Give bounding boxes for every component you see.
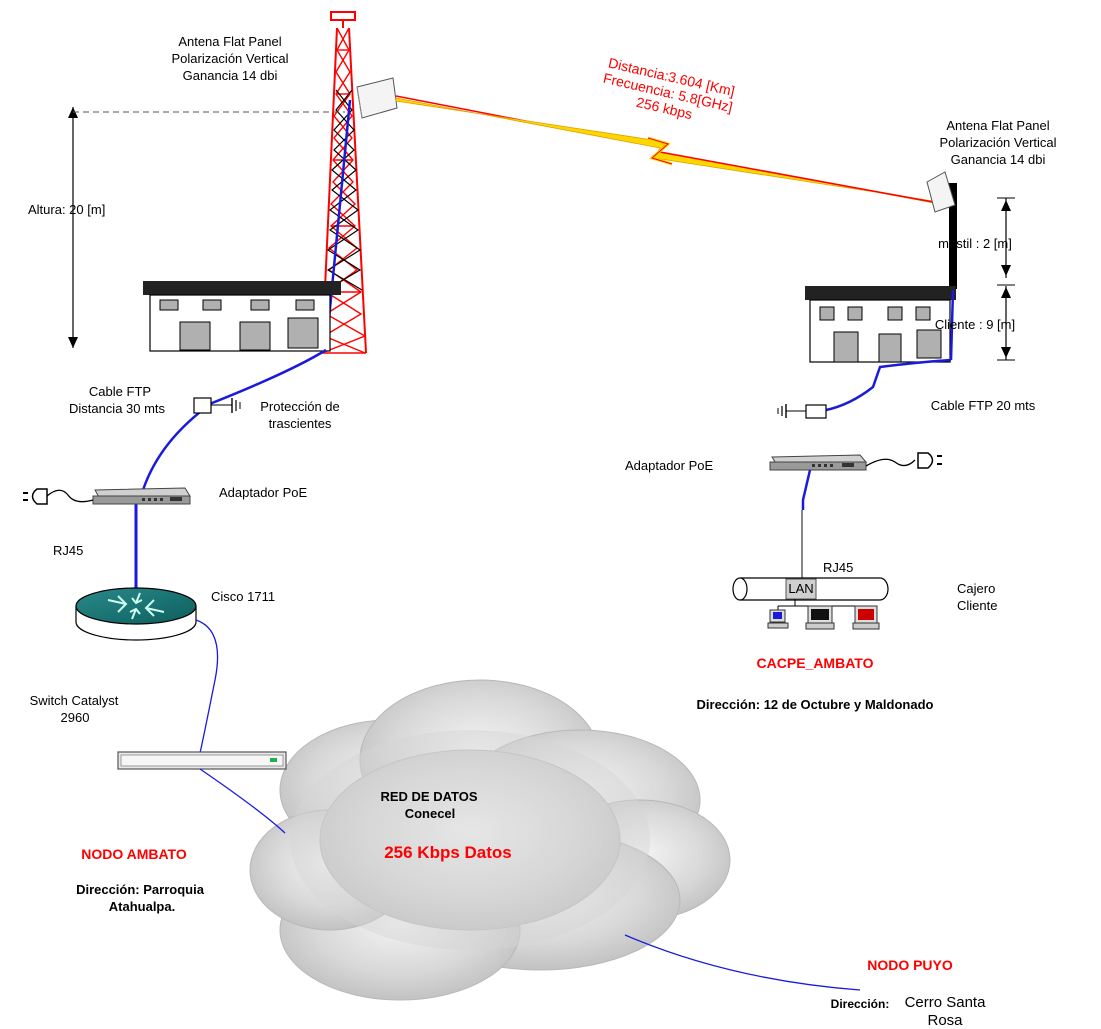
mast-label: mástil : 2 [m] [938, 236, 1012, 251]
puyo-node-title: NODO PUYO [867, 957, 953, 973]
lan-label: LAN [788, 581, 813, 596]
switch-label-line-2: 2960 [61, 710, 90, 725]
switch-label-line-1: Switch Catalyst [30, 693, 119, 708]
right-protection-device [777, 404, 827, 419]
cloud-to-puyo-link [624, 934, 861, 991]
right-building [805, 286, 956, 363]
puyo-address-line-1: Cerro Santa [905, 994, 987, 1011]
right-poe-adapter [769, 454, 868, 471]
right-power-plug-icon [865, 452, 942, 469]
lan-bus [732, 577, 889, 612]
right-mast [949, 183, 957, 289]
cacpe-address: Dirección: 12 de Octubre y Maldonado [697, 697, 934, 712]
left-cable-label: Cable FTP Distancia 30 mts [69, 384, 166, 416]
protection-label-line-2: trascientes [269, 416, 332, 431]
right-antenna-label-line-2: Polarización Vertical [939, 135, 1056, 150]
protection-label: Protección de trascientes [260, 399, 340, 431]
height-label: Altura: 20 [m] [28, 202, 105, 217]
left-poe-label: Adaptador PoE [219, 485, 308, 500]
puyo-address-line-2: Rosa [927, 1012, 963, 1029]
right-poe-label: Adaptador PoE [625, 458, 714, 473]
client-height-label: Cliente : 9 [m] [935, 317, 1015, 332]
terminal-label-line-2: Cliente [957, 598, 997, 613]
left-protection-device [193, 397, 241, 414]
link-label: Distancia:3.604 [Km] Frecuencia: 5.8[GHz… [602, 55, 737, 123]
right-rj45-label: RJ45 [823, 560, 853, 575]
left-cable-label-line-2: Distancia 30 mts [69, 401, 166, 416]
client-dimension [997, 286, 1015, 361]
left-building [143, 281, 341, 352]
ambato-address-line-2: Atahualpa. [109, 899, 175, 914]
right-antenna [926, 171, 956, 213]
left-antenna-label-line-3: Ganancia 14 dbi [183, 68, 278, 83]
cloud-title-line-1: RED DE DATOS [380, 789, 477, 804]
terminal-2-icon [805, 605, 835, 630]
radio-link [395, 95, 935, 204]
protection-label-line-1: Protección de [260, 399, 340, 414]
terminal-1-icon [767, 609, 789, 629]
router-label: Cisco 1711 [211, 589, 275, 604]
ambato-address-line-1: Dirección: Parroquia [76, 882, 205, 897]
switch-label: Switch Catalyst 2960 [30, 693, 119, 725]
left-ftp-cable [134, 348, 327, 588]
puyo-address-prefix: Dirección: [831, 997, 890, 1011]
cacpe-node-title: CACPE_AMBATO [757, 655, 874, 671]
left-rj45-label: RJ45 [53, 543, 83, 558]
ambato-address: Dirección: Parroquia Atahualpa. [76, 882, 205, 914]
router-to-switch-cable [195, 619, 219, 754]
right-antenna-label-line-3: Ganancia 14 dbi [951, 152, 1046, 167]
terminal-label-line-1: Cajero [957, 581, 995, 596]
left-antenna-label: Antena Flat Panel Polarización Vertical … [171, 34, 288, 83]
mast-dimension [997, 197, 1015, 286]
catalyst-switch [117, 751, 287, 770]
right-antenna-label-line-1: Antena Flat Panel [946, 118, 1049, 133]
right-antenna-label: Antena Flat Panel Polarización Vertical … [939, 118, 1056, 167]
terminal-3-icon [852, 605, 880, 630]
cisco-router [75, 587, 197, 641]
lan-terminals [767, 605, 880, 630]
terminal-label: Cajero Cliente [957, 581, 997, 613]
ambato-node-title: NODO AMBATO [81, 846, 187, 862]
right-cable-label: Cable FTP 20 mts [931, 398, 1036, 413]
left-antenna [356, 77, 398, 119]
cloud-title-line-2: Conecel [405, 806, 456, 821]
left-antenna-label-line-2: Polarización Vertical [171, 51, 288, 66]
data-network-cloud [249, 679, 731, 1001]
cloud-title: RED DE DATOS Conecel [380, 789, 477, 821]
puyo-address: Dirección: Cerro Santa Rosa [831, 994, 986, 1029]
left-antenna-label-line-1: Antena Flat Panel [178, 34, 281, 49]
height-dimension [68, 107, 345, 348]
left-power-plug-icon [23, 488, 94, 505]
left-cable-label-line-1: Cable FTP [89, 384, 151, 399]
switch-to-cloud-cable [199, 768, 286, 834]
left-poe-adapter [92, 487, 191, 505]
right-ftp-cable [801, 358, 952, 582]
cloud-rate: 256 Kbps Datos [384, 843, 512, 862]
